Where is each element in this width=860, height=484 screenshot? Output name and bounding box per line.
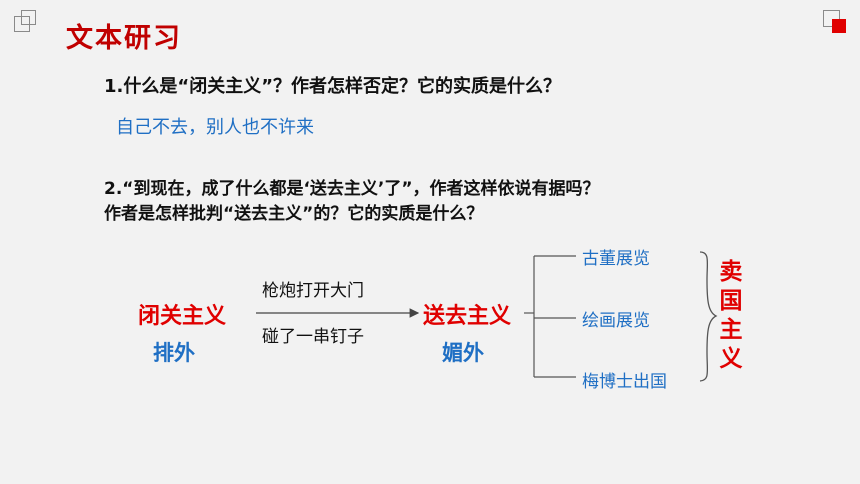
arrow-label-below: 碰了一串钉子 [262,327,364,347]
answer-1: 自己不去，别人也不许来 [116,117,314,138]
corner-decoration-left [14,10,38,34]
corner-decoration-right [823,10,849,36]
conclusion-char: 主 [719,317,743,343]
question-1: 1.什么是“闭关主义”？作者怎样否定？它的实质是什么？ [104,76,562,97]
branch-item: 古董展览 [582,249,650,269]
branch-bracket [524,255,576,378]
branch-item: 绘画展览 [582,311,650,331]
slide-title: 文本研习 [66,23,182,54]
curly-brace [699,251,718,382]
term-sending-policy: 送去主义 [423,304,512,329]
conclusion-char: 义 [719,346,743,372]
term-fawning: 媚外 [442,341,484,365]
conclusion-vertical: 卖 国 主 义 [718,258,744,374]
question-2-line-1: 2.“到现在，成了什么都是‘送去主义’了”，作者这样依说有据吗？ [104,179,600,199]
question-2-line-2: 作者是怎样批判“送去主义”的？它的实质是什么？ [104,204,484,224]
conclusion-char: 卖 [719,259,743,285]
term-xenophobia: 排外 [153,341,195,365]
term-closed-door-policy: 闭关主义 [138,304,227,329]
branch-item: 梅博士出国 [582,372,667,392]
conclusion-char: 国 [719,288,743,314]
arrow-label-above: 枪炮打开大门 [262,281,364,301]
